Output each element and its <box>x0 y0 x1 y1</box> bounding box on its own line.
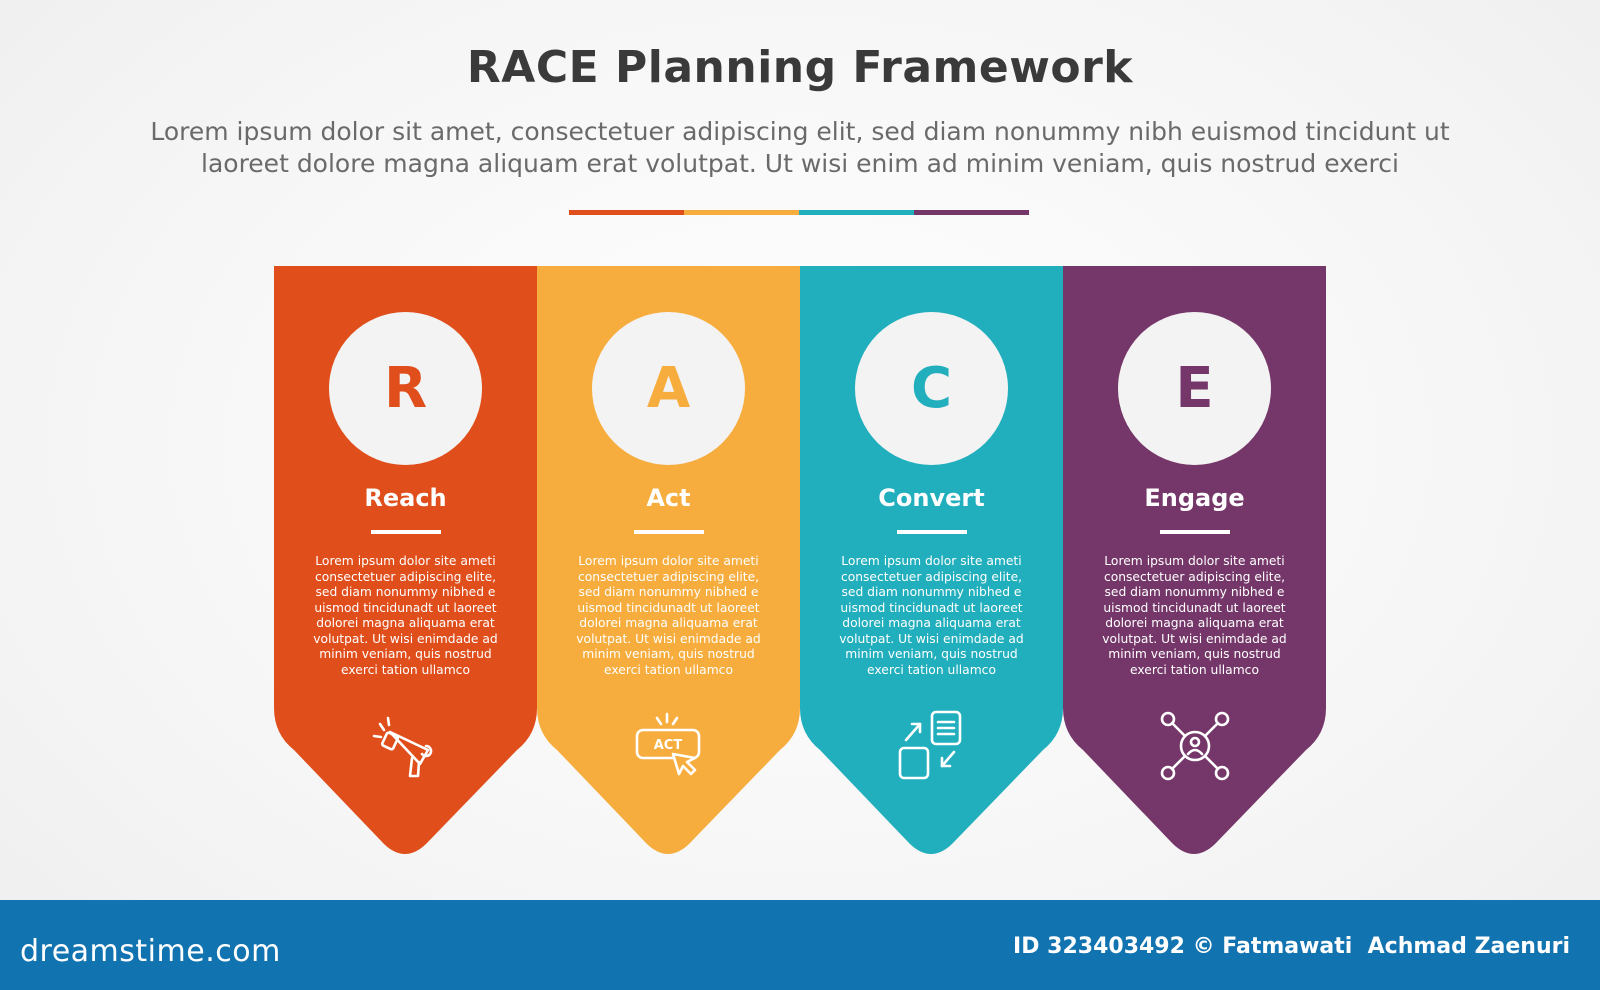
divider-segment-reach <box>569 210 684 215</box>
title-underline <box>371 530 441 534</box>
desc-line: dolorei magna aliquama erat <box>842 616 1021 630</box>
desc-line: consectetuer adipiscing elite, <box>577 569 760 584</box>
desc-line: sed diam nonummy nibhed e <box>1104 585 1285 599</box>
divider-segment-convert <box>799 210 914 215</box>
desc-line: minim veniam, quis nostrud <box>319 647 492 661</box>
step-card-reach: R Reach Lorem ipsum dolor site ameti con… <box>274 266 537 857</box>
desc-line: dolorei magna aliquama erat <box>316 616 495 630</box>
desc-line: minim veniam, quis nostrud <box>582 647 755 661</box>
desc-line: uismod tincidunadt ut laoreet <box>577 600 760 615</box>
desc-line: Lorem ipsum dolor site ameti <box>578 554 759 568</box>
letter-circle: A <box>592 312 745 465</box>
desc-line: sed diam nonummy nibhed e <box>841 585 1022 599</box>
desc-line: consectetuer adipiscing elite, <box>1103 569 1286 584</box>
desc-line: volutpat. Ut wisi enimdade ad <box>576 631 761 646</box>
desc-line: exerci tation ullamco <box>341 662 470 677</box>
step-card-act: A Act Lorem ipsum dolor site ameti conse… <box>537 266 800 857</box>
brand-logo-text: dreamstime.com <box>20 934 281 969</box>
step-description: Lorem ipsum dolor site ameti consectetue… <box>306 554 505 678</box>
letter-circle: C <box>855 312 1008 465</box>
convert-icon <box>898 710 962 780</box>
step-card-convert: C Convert Lorem ipsum dolor site ameti c… <box>800 266 1063 857</box>
step-title: Reach <box>364 484 447 512</box>
desc-line: dolorei magna aliquama erat <box>1105 616 1284 630</box>
letter-circle: E <box>1118 312 1271 465</box>
network-user-icon <box>1160 711 1230 781</box>
desc-line: uismod tincidunadt ut laoreet <box>1103 600 1286 615</box>
desc-line: exerci tation ullamco <box>604 662 733 677</box>
letter-circle: R <box>329 312 482 465</box>
desc-line: Lorem ipsum dolor site ameti <box>315 554 496 568</box>
step-title: Act <box>646 484 691 512</box>
act-click-icon: ACT <box>635 712 701 776</box>
divider-segment-engage <box>914 210 1029 215</box>
color-divider <box>569 210 1029 215</box>
desc-line: consectetuer adipiscing elite, <box>840 569 1023 584</box>
desc-line: minim veniam, quis nostrud <box>1108 647 1281 661</box>
footer-bar: dreamstime.com ID 323403492 © Fatmawati … <box>0 900 1600 990</box>
title-underline <box>897 530 967 534</box>
step-description: Lorem ipsum dolor site ameti consectetue… <box>832 554 1031 678</box>
desc-line: sed diam nonummy nibhed e <box>578 585 759 599</box>
step-card-engage: E Engage Lorem ipsum dolor site ameti co… <box>1063 266 1326 857</box>
step-description: Lorem ipsum dolor site ameti consectetue… <box>1095 554 1294 678</box>
desc-line: volutpat. Ut wisi enimdade ad <box>313 631 498 646</box>
desc-line: exerci tation ullamco <box>1130 662 1259 677</box>
megaphone-icon <box>372 716 433 778</box>
desc-line: minim veniam, quis nostrud <box>845 647 1018 661</box>
page-subtitle: Lorem ipsum dolor sit amet, consectetuer… <box>100 116 1500 180</box>
desc-line: uismod tincidunadt ut laoreet <box>840 600 1023 615</box>
desc-line: Lorem ipsum dolor site ameti <box>1104 554 1285 568</box>
desc-line: exerci tation ullamco <box>867 662 996 677</box>
desc-line: Lorem ipsum dolor site ameti <box>841 554 1022 568</box>
desc-line: consectetuer adipiscing elite, <box>314 569 497 584</box>
subtitle-line-2: laoreet dolore magna aliquam erat volutp… <box>201 149 1399 178</box>
subtitle-line-1: Lorem ipsum dolor sit amet, consectetuer… <box>150 117 1450 146</box>
desc-line: volutpat. Ut wisi enimdade ad <box>1102 631 1287 646</box>
desc-line: volutpat. Ut wisi enimdade ad <box>839 631 1024 646</box>
desc-line: uismod tincidunadt ut laoreet <box>314 600 497 615</box>
step-title: Convert <box>878 484 985 512</box>
desc-line: dolorei magna aliquama erat <box>579 616 758 630</box>
act-icon-label: ACT <box>654 738 683 753</box>
title-underline <box>634 530 704 534</box>
desc-line: sed diam nonummy nibhed e <box>315 585 496 599</box>
step-description: Lorem ipsum dolor site ameti consectetue… <box>569 554 768 678</box>
step-title: Engage <box>1144 484 1245 512</box>
title-underline <box>1160 530 1230 534</box>
divider-segment-act <box>684 210 799 215</box>
page-title: RACE Planning Framework <box>466 42 1134 93</box>
image-credit: ID 323403492 © Fatmawati Achmad Zaenuri <box>1013 934 1570 959</box>
